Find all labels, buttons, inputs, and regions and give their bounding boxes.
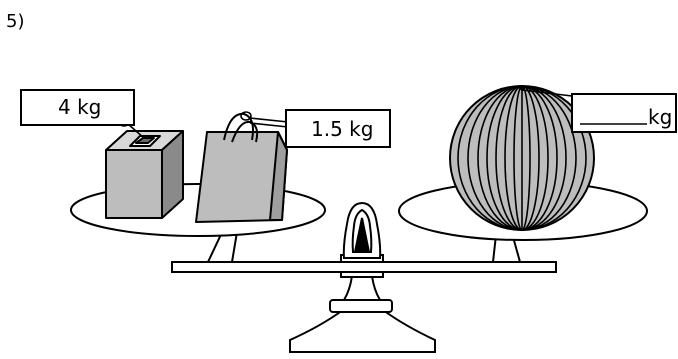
weight-label-1-5kg: 1.5 kg <box>311 117 373 141</box>
label-box-1-5kg: 1.5 kg <box>285 109 391 148</box>
weight-label-4kg: 4 kg <box>58 95 101 119</box>
weight-block-4kg <box>105 130 184 219</box>
melon <box>449 85 595 231</box>
scale-pointer <box>342 201 382 259</box>
question-number: 5) <box>6 11 24 32</box>
tag-string-1-5kg <box>240 111 289 128</box>
melon-unit-label: kg <box>648 105 672 129</box>
bag-1-5kg <box>195 112 288 223</box>
label-box-4kg: 4 kg <box>20 89 135 126</box>
label-box-melon: kg <box>571 93 677 133</box>
